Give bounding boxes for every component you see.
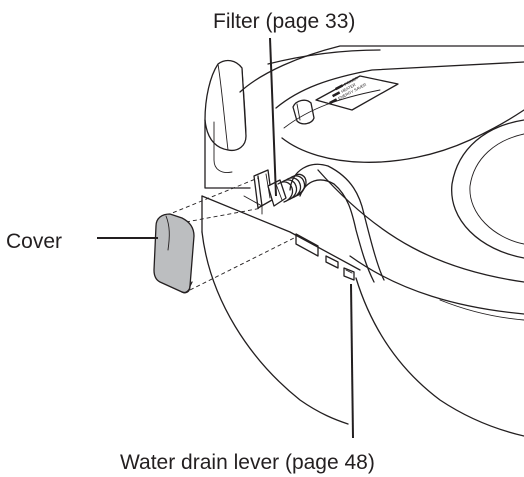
side-rail: [289, 163, 385, 283]
toilet-body: [201, 119, 524, 437]
filter-leader-line: [269, 37, 277, 197]
side-button: [292, 99, 315, 125]
panel-text-line1: POWER: [343, 75, 359, 87]
cover-label: Cover: [6, 230, 63, 253]
cover-piece: [153, 213, 195, 294]
seat-body: [204, 45, 524, 163]
water-drain-lever-label: Water drain lever (page 48): [120, 451, 375, 474]
filter-label: Filter (page 33): [213, 10, 356, 33]
panel-text-line2: HEATER: [340, 82, 357, 94]
drain-lever-leader-line: [350, 283, 354, 439]
seat-ring: [317, 119, 524, 321]
filter-assembly: [253, 169, 307, 209]
projection-lines: [159, 177, 295, 291]
